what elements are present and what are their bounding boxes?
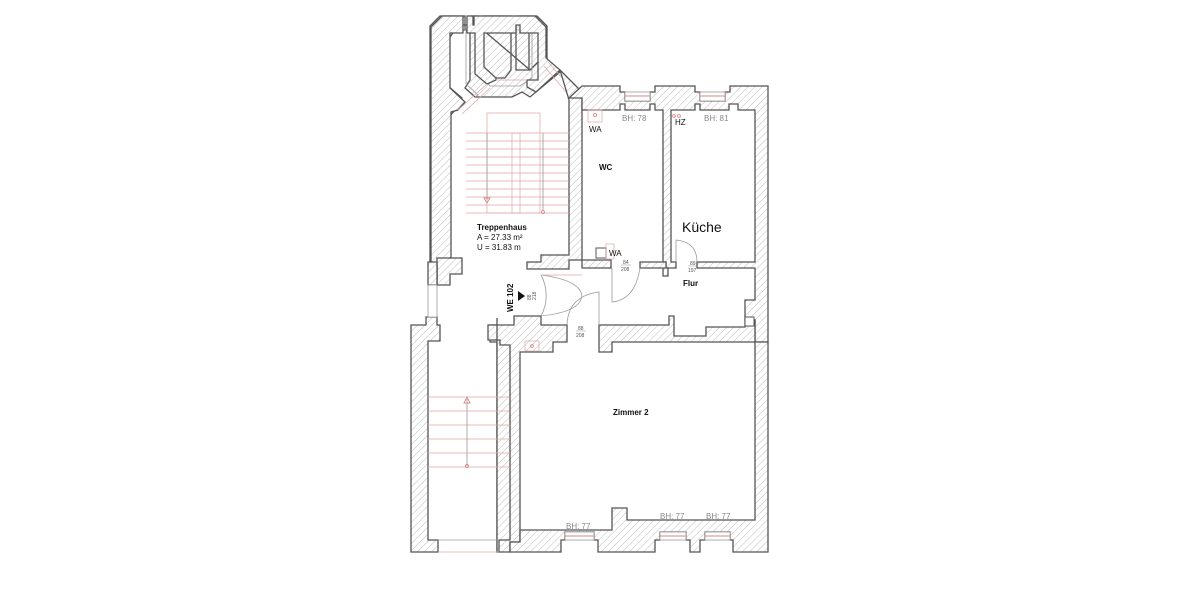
wc-kueche-divider-bottom <box>639 261 669 277</box>
entry-door-swing <box>540 274 547 317</box>
door-label-wc: 84 208 <box>621 260 631 273</box>
outlet-fixture <box>524 340 540 352</box>
room-name-zimmer2: Zimmer 2 <box>613 408 649 417</box>
stair-hall-window <box>427 284 438 318</box>
tower-wall-left <box>430 15 561 286</box>
door-label-entry: 88 218 <box>527 291 538 300</box>
kueche-door-swing <box>675 239 698 263</box>
room-name-flur: Flur <box>683 279 698 288</box>
zimmer-top-wall <box>598 315 756 353</box>
treppenhaus-area: A = 27.33 m² <box>477 233 523 242</box>
lower-stair <box>428 395 510 468</box>
room-name-wc: WC <box>599 163 613 172</box>
window-height-kueche: BH: 81 <box>704 114 729 123</box>
zimmer-door-swing <box>566 291 600 326</box>
hz-valve-2 <box>677 114 681 118</box>
door-wc-height: 208 <box>621 267 630 273</box>
fixture-hz: HZ <box>675 118 686 127</box>
wa-top-fixture <box>587 109 603 123</box>
door-zimmer-height: 208 <box>576 333 585 339</box>
door-label-zimmer: 88 208 <box>576 326 586 339</box>
window-height-zimmer-mid: BH: 77 <box>660 512 685 521</box>
upper-stair-outline <box>486 112 541 214</box>
outlet-dot <box>530 344 534 348</box>
tower-window-left-line <box>461 87 491 115</box>
lower-stair-arrow-icon <box>463 395 471 404</box>
door-zimmer-width: 88 <box>578 326 584 332</box>
left-wall-upper <box>427 261 438 286</box>
entry-door-arc <box>540 274 583 317</box>
window-height-zimmer-right: BH: 77 <box>706 512 731 521</box>
lower-stair-left-wall <box>410 316 441 553</box>
fixture-wa-top: WA <box>589 125 602 134</box>
door-entry-height: 218 <box>532 291 538 300</box>
upper-stair-arrow-icon <box>483 197 491 204</box>
lower-stair-right-wall <box>487 324 511 553</box>
door-kueche-height: 197 <box>688 268 697 274</box>
room-name-treppenhaus: Treppenhaus <box>477 223 527 232</box>
room-name-kueche: Küche <box>682 219 722 235</box>
door-wc-width: 84 <box>623 260 629 266</box>
wc-door-swing <box>611 267 641 303</box>
upper-right-outer-wall <box>567 85 769 343</box>
upper-stair-start-icon <box>541 210 545 214</box>
window-height-zimmer-left: BH: 77 <box>566 522 591 531</box>
doors <box>540 239 698 326</box>
upper-stair <box>466 112 569 214</box>
fixture-wa-bottom: WA <box>609 249 622 258</box>
window-height-wc: BH: 78 <box>622 114 647 123</box>
entry-arrow-icon <box>518 291 525 301</box>
window-kueche <box>699 91 726 102</box>
wa-bottom-fixture <box>605 243 615 260</box>
stair-right-wall <box>526 69 583 270</box>
door-label-kueche: 89 197 <box>688 261 698 274</box>
wa-top-drain <box>592 112 598 118</box>
lower-stair-start-icon <box>465 464 469 468</box>
treppenhaus-perimeter: U = 31.83 m <box>477 243 521 252</box>
window-wc <box>624 91 651 102</box>
unit-label: WE 102 <box>506 283 515 312</box>
hz-valve-1 <box>672 114 676 118</box>
door-entry-width: 88 <box>527 294 533 300</box>
wc-shaft <box>595 247 607 259</box>
flur-shaft <box>744 316 755 327</box>
door-kueche-width: 89 <box>690 261 696 267</box>
tower-window-left <box>457 83 488 111</box>
wc-bottom-wall <box>581 259 612 269</box>
